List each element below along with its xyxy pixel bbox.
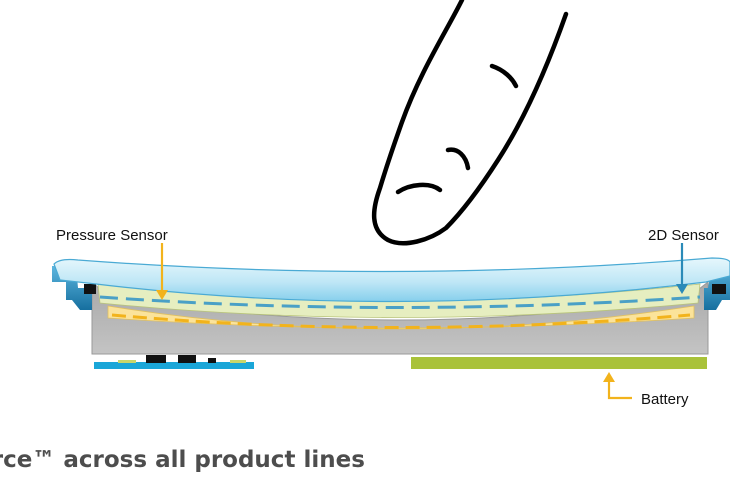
slide-caption: orce™ across all product lines <box>0 447 365 473</box>
battery-label: Battery <box>641 391 689 408</box>
sensor-2d-label: 2D Sensor <box>648 227 719 244</box>
pressure-sensor-label: Pressure Sensor <box>56 227 168 244</box>
cover-glass <box>53 257 730 303</box>
pcb-board <box>94 355 254 369</box>
finger-icon <box>371 0 569 246</box>
battery-arrow-up-icon <box>603 372 632 400</box>
battery <box>411 357 707 369</box>
pressure-sensor-dashed-line <box>111 313 691 329</box>
sensor-2d-arrow-down-icon <box>676 243 688 294</box>
pressure-sensor-arrow-down-icon <box>156 243 168 300</box>
sensor-2d-dashed-line <box>99 295 701 309</box>
